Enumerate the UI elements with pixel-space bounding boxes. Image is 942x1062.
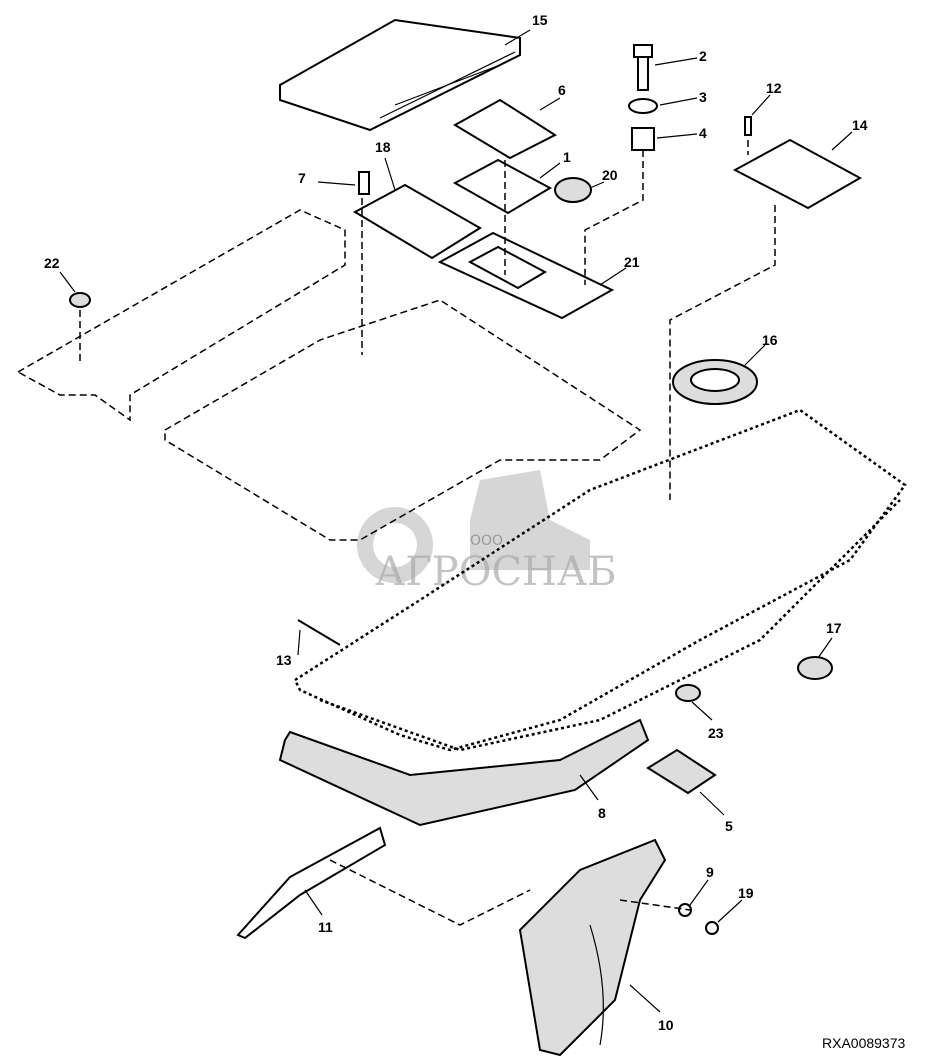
part-18-cover <box>352 183 482 260</box>
watermark-name: АГРОСНАБ <box>375 549 617 595</box>
callout-10: 10 <box>658 1017 674 1033</box>
callout-7: 7 <box>298 170 306 186</box>
callout-14: 14 <box>852 117 868 133</box>
callout-21: 21 <box>624 254 640 270</box>
cab-frame-left <box>16 209 346 422</box>
part-7-bolt <box>358 171 370 195</box>
callout-18: 18 <box>375 139 391 155</box>
callout-9: 9 <box>706 864 714 880</box>
watermark-logo: ООО АГРОСНАБ <box>357 470 617 595</box>
part-20-plug <box>554 177 592 203</box>
part-17-grommet <box>797 656 833 680</box>
watermark-prefix: ООО <box>470 533 503 549</box>
callout-11: 11 <box>318 919 333 935</box>
reference-code: RXA0089373 <box>822 1035 906 1051</box>
callout-1: 1 <box>563 149 571 165</box>
part-11-bracket <box>236 826 387 940</box>
callout-5: 5 <box>725 818 733 834</box>
part-22-plug <box>69 292 91 308</box>
callout-15: 15 <box>532 12 548 28</box>
callout-12: 12 <box>766 80 782 96</box>
part-13-screw <box>297 619 341 646</box>
part-14-plate <box>732 138 863 210</box>
callout-23: 23 <box>708 725 724 741</box>
part-19-nut <box>705 921 719 935</box>
callout-3: 3 <box>699 89 707 105</box>
callout-22: 22 <box>44 255 60 271</box>
callout-8: 8 <box>598 805 606 821</box>
cab-floor <box>164 299 642 541</box>
part-10-shield <box>518 838 667 1057</box>
part-6-plate <box>453 98 558 160</box>
callout-19: 19 <box>738 885 754 901</box>
callout-2: 2 <box>699 48 707 64</box>
callout-6: 6 <box>558 82 566 98</box>
part-2-bolt <box>633 44 653 58</box>
part-4-bushing <box>631 127 655 151</box>
part-1-gasket <box>452 158 553 215</box>
callout-labels: 15 2 3 6 4 12 14 18 1 7 20 22 21 16 17 1… <box>44 12 868 1033</box>
callout-17: 17 <box>826 620 842 636</box>
part-8-trim <box>278 718 650 827</box>
part-9-nut <box>678 903 692 917</box>
callout-4: 4 <box>699 125 707 141</box>
cab-lower-shell <box>293 408 907 752</box>
callout-16: 16 <box>762 332 778 348</box>
part-12-screw <box>744 116 752 136</box>
callout-20: 20 <box>602 167 618 183</box>
part-3-washer <box>628 98 658 114</box>
callout-13: 13 <box>276 652 292 668</box>
part-5-pad <box>646 748 717 795</box>
part-23-grommet <box>675 684 701 702</box>
part-15-mat <box>279 18 521 132</box>
